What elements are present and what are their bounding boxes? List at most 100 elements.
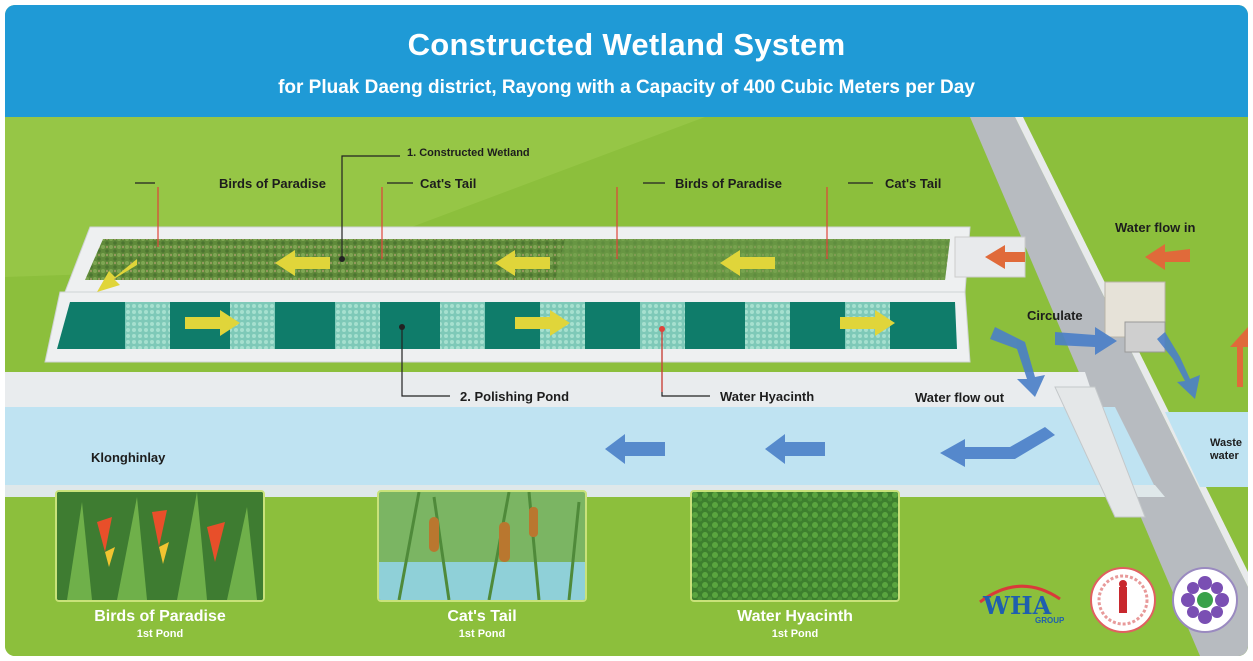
emblem-2-icon — [1172, 567, 1238, 633]
caption-pond-cattail: 1st Pond — [458, 628, 506, 640]
bop-flower-3 — [207, 522, 225, 562]
canal — [5, 407, 1155, 487]
canal-arrow-2 — [765, 434, 825, 464]
emblem-1-ring — [1097, 574, 1149, 626]
emblem-2-petal-8 — [1187, 582, 1199, 594]
caption-pond-bop: 1st Pond — [136, 628, 184, 640]
bop-leaf-2 — [117, 497, 147, 600]
caption-name-cattail: Cat's Tail — [447, 608, 517, 625]
cattail-reed-2 — [432, 496, 451, 600]
hyacinth-patch-4 — [440, 302, 485, 349]
red-leader-lines — [157, 187, 828, 392]
wha-logo-text: WHA — [983, 591, 1052, 620]
emblem-2-petal-7 — [1187, 606, 1199, 618]
emblem-1-icon — [1090, 567, 1156, 633]
label-waste-water: Waste water — [1210, 437, 1242, 462]
hyacinth-patch-3 — [335, 302, 380, 349]
marker-pond — [399, 324, 405, 330]
emblem-2-center — [1197, 592, 1213, 608]
cattail-reed-5 — [567, 501, 581, 600]
emblem-2-petal-4 — [1181, 593, 1195, 607]
bop-background — [57, 492, 263, 600]
emblem-logo-1 — [1088, 565, 1158, 635]
label-cats-tail-2: Cat's Tail — [885, 176, 942, 191]
label-birds-of-paradise-2: Birds of Paradise — [675, 176, 782, 191]
caption-cats-tail: Cat's Tail 1st Pond — [377, 608, 587, 640]
emblem-2-petal-1 — [1198, 576, 1212, 590]
canal-arrow-1 — [940, 427, 1055, 467]
wha-logo: WHA GROUP — [975, 577, 1065, 627]
canal-arrow-4 — [1055, 327, 1117, 355]
wetland-arrow-3 — [275, 250, 330, 276]
leader-constructed-wetland — [341, 155, 400, 257]
marker-wetland — [339, 256, 345, 262]
blue-flow-arrows — [605, 327, 1200, 467]
canal-arrow-3 — [605, 434, 665, 464]
photo-water-hyacinth — [690, 490, 900, 602]
wetland-flow-arrows — [97, 250, 775, 292]
emblem-1-head — [1119, 580, 1127, 588]
hyacinth-patch-7 — [745, 302, 790, 349]
hyacinth-patch-1 — [125, 302, 170, 349]
cattail-water — [379, 562, 585, 600]
polishing-pond-water — [57, 302, 957, 349]
wha-swoosh — [979, 584, 1061, 604]
pond-arrow-1 — [185, 310, 240, 336]
circulate-arrow-down — [1157, 332, 1200, 399]
emblem-2-petal-2 — [1215, 593, 1229, 607]
bop-leaf-1 — [67, 502, 92, 600]
emblem-2-petal-5 — [1211, 582, 1223, 594]
wha-arc — [979, 584, 1061, 604]
label-circulate: Circulate — [1027, 308, 1083, 323]
road — [970, 117, 1248, 656]
caption-name-hyacinth: Water Hyacinth — [737, 608, 853, 625]
cattail-reed-1 — [397, 492, 421, 600]
photo-birds-of-paradise — [55, 490, 265, 602]
caption-pond-hyacinth: 1st Pond — [771, 628, 819, 640]
caption-name-bop: Birds of Paradise — [94, 608, 226, 625]
walkway — [5, 372, 1100, 417]
label-birds-of-paradise-1: Birds of Paradise — [219, 176, 326, 191]
label-water-flow-out: Water flow out — [915, 390, 1005, 405]
inflow-arrow-1 — [1145, 244, 1190, 270]
pump-machine — [1124, 321, 1166, 353]
label-polishing-pond: 2. Polishing Pond — [460, 389, 570, 404]
leader-polishing — [401, 327, 450, 397]
red-flow-arrows — [985, 244, 1248, 387]
caption-water-hyacinth: Water Hyacinth 1st Pond — [690, 608, 900, 640]
inflow-arrow-3 — [1230, 327, 1248, 387]
emblem-2-petal-6 — [1211, 606, 1223, 618]
bop-flower-1 — [97, 517, 112, 552]
wetland-arrow-4 — [97, 259, 137, 292]
birds-of-paradise-image — [57, 492, 263, 600]
label-constructed-wetland: 1. Constructed Wetland — [407, 147, 530, 159]
hyacinth-patch-2 — [230, 302, 275, 349]
cattail-spike-3 — [529, 507, 538, 537]
water-hyacinth-image — [692, 492, 898, 600]
emblem-logo-2 — [1170, 565, 1240, 635]
cattail-spike-2 — [499, 522, 510, 562]
header-banner: Constructed Wetland System for Pluak Dae… — [5, 5, 1248, 117]
bop-leaf-3 — [177, 492, 207, 600]
label-klonghinlay: Klonghinlay — [91, 450, 166, 465]
cattail-spike-1 — [429, 517, 439, 552]
cats-tail-image — [379, 492, 585, 600]
marker-hyacinth — [659, 326, 665, 332]
pond-flow-arrows — [185, 310, 895, 336]
infographic-frame: Constructed Wetland System for Pluak Dae… — [5, 5, 1248, 656]
page-title: Constructed Wetland System — [407, 27, 846, 62]
outflow-arrow-down — [990, 327, 1045, 397]
inflow-arrow-2 — [985, 245, 1025, 269]
label-water-hyacinth: Water Hyacinth — [720, 389, 815, 404]
wetland-arrow-1 — [720, 250, 775, 276]
canal-far — [1165, 412, 1248, 487]
photo-cats-tail — [377, 490, 587, 602]
hyacinth-leaves — [692, 492, 898, 600]
bop-bloom-1 — [105, 547, 115, 567]
pond-arrow-3 — [840, 310, 895, 336]
pond-arrow-2 — [515, 310, 570, 336]
bop-leaf-4 — [227, 507, 257, 600]
label-cats-tail-1: Cat's Tail — [420, 176, 477, 191]
label-water-flow-in: Water flow in — [1115, 220, 1196, 235]
caption-birds-of-paradise: Birds of Paradise 1st Pond — [55, 608, 265, 640]
